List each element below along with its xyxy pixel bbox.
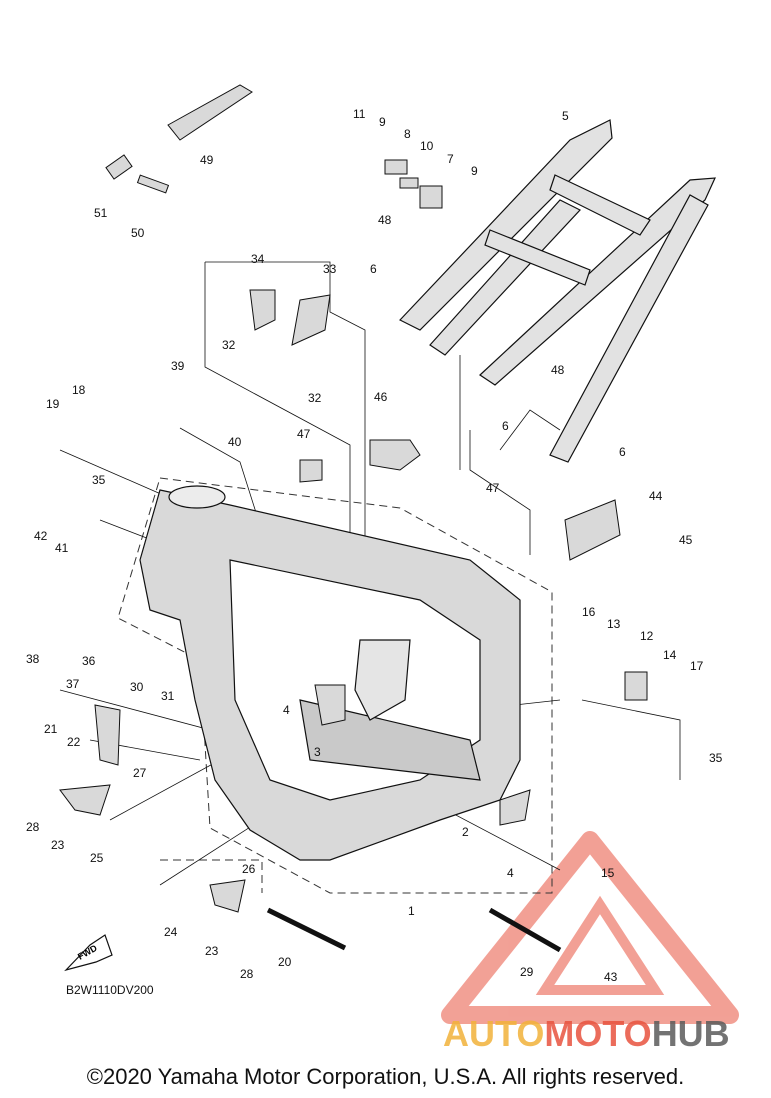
callout-label: 36 <box>82 654 96 668</box>
callout-label: 12 <box>640 629 654 643</box>
callout-label: 27 <box>133 766 147 780</box>
callout-label: 42 <box>34 529 48 543</box>
callout-label: 20 <box>278 955 292 969</box>
watermark-part3: HUB <box>652 1013 730 1054</box>
callout-label: 46 <box>374 390 388 404</box>
callout-label: 26 <box>242 862 256 876</box>
callout-label: 4 <box>283 703 290 717</box>
callout-label: 3 <box>314 745 321 759</box>
callout-label: 32 <box>308 391 322 405</box>
diagram-code: B2W1110DV200 <box>66 983 154 997</box>
callout-label: 43 <box>604 970 618 984</box>
callout-label: 6 <box>502 419 509 433</box>
callout-label: 39 <box>171 359 185 373</box>
callout-label: 5 <box>562 109 569 123</box>
callout-label: 35 <box>92 473 106 487</box>
callout-label: 41 <box>55 541 69 555</box>
callout-label: 11 <box>353 107 366 121</box>
callout-label: 32 <box>222 338 236 352</box>
callout-label: 9 <box>471 164 478 178</box>
callout-label: 48 <box>378 213 392 227</box>
main-frame <box>139 485 521 861</box>
svg-text:AUTOMOTOHUB: AUTOMOTOHUB <box>443 1013 730 1054</box>
callout-layer: 1 2 3 4 4 5 6 6 6 7 8 9 9 10 11 12 13 14… <box>26 107 723 984</box>
callout-label: 34 <box>251 252 265 266</box>
callout-label: 19 <box>46 397 60 411</box>
callout-label: 31 <box>161 689 175 703</box>
callout-label: 10 <box>420 139 434 153</box>
callout-label: 22 <box>67 735 81 749</box>
callout-label: 6 <box>370 262 377 276</box>
callout-label: 28 <box>26 820 40 834</box>
callout-label: 30 <box>130 680 144 694</box>
callout-label: 35 <box>709 751 723 765</box>
callout-label: 13 <box>607 617 621 631</box>
callout-label: 8 <box>404 127 411 141</box>
watermark-part1: AUTO <box>443 1013 544 1054</box>
callout-label: 4 <box>507 866 514 880</box>
callout-label: 50 <box>131 226 145 240</box>
watermark-logo <box>441 831 739 1024</box>
callout-label: 16 <box>582 605 596 619</box>
small-parts <box>59 84 648 953</box>
callout-label: 37 <box>66 677 80 691</box>
callout-label: 21 <box>44 722 58 736</box>
watermark-part2: MOTO <box>544 1013 651 1054</box>
callout-label: 17 <box>690 659 704 673</box>
callout-label: 48 <box>551 363 565 377</box>
callout-label: 6 <box>619 445 626 459</box>
callout-label: 44 <box>649 489 663 503</box>
callout-label: 25 <box>90 851 104 865</box>
callout-label: 38 <box>26 652 40 666</box>
callout-label: 2 <box>462 825 469 839</box>
callout-label: 47 <box>297 427 311 441</box>
callout-label: 9 <box>379 115 386 129</box>
callout-label: 15 <box>601 866 615 880</box>
copyright-notice: ©2020 Yamaha Motor Corporation, U.S.A. A… <box>86 1064 685 1089</box>
callout-label: 14 <box>663 648 677 662</box>
callout-label: 45 <box>679 533 693 547</box>
callout-label: 29 <box>520 965 534 979</box>
callout-label: 49 <box>200 153 214 167</box>
callout-label: 47 <box>486 481 500 495</box>
callout-label: 18 <box>72 383 86 397</box>
fwd-arrow-icon: FWD <box>64 934 113 972</box>
callout-label: 23 <box>205 944 219 958</box>
rear-subframe <box>399 119 716 463</box>
watermark-text: AUTOMOTOHUB <box>443 1013 730 1054</box>
callout-label: 7 <box>447 152 454 166</box>
callout-label: 28 <box>240 967 254 981</box>
callout-label: 51 <box>94 206 108 220</box>
callout-label: 23 <box>51 838 65 852</box>
callout-label: 40 <box>228 435 242 449</box>
callout-label: 33 <box>323 262 337 276</box>
callout-label: 1 <box>408 904 415 918</box>
callout-label: 24 <box>164 925 178 939</box>
